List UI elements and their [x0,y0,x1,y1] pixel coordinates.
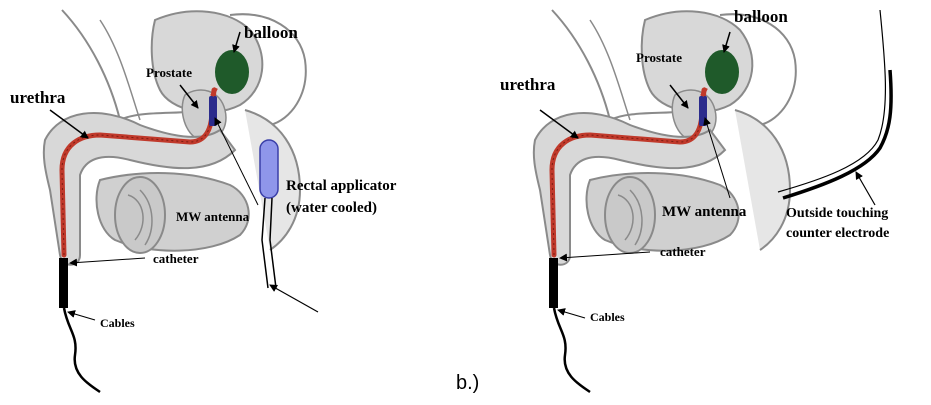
label-mw-antenna: MW antenna [662,204,747,220]
label-catheter: catheter [660,244,706,259]
label-cables: Cables [100,316,135,330]
arrow-catheter [70,258,145,263]
anatomy-illustration [534,10,796,392]
arrow-rectal [270,285,318,312]
label-electrode-1: Outside touching [786,206,888,221]
arrow-cables [558,310,585,318]
counter-electrode [783,70,891,198]
panel-b-caption: b.) [456,372,479,394]
label-rectal-1: Rectal applicator [286,178,397,194]
label-mw-antenna: MW antenna [176,209,250,224]
panel-b: balloon Prostate urethra MW antenna Outs… [500,7,889,392]
arrow-catheter [560,252,650,258]
label-catheter: catheter [153,251,199,266]
label-cables: Cables [590,310,625,324]
arrow-cables [68,312,95,320]
panel-a: balloon Prostate urethra Rectal applicat… [10,10,397,392]
label-balloon: balloon [244,23,298,42]
counter-electrode-outer [778,10,885,192]
label-balloon: balloon [734,7,788,26]
label-prostate: Prostate [146,65,192,80]
arrow-electrode [856,172,875,205]
label-prostate: Prostate [636,50,682,65]
label-urethra: urethra [500,75,556,94]
rectal-applicator-shape [260,140,278,198]
label-electrode-2: counter electrode [786,226,889,241]
label-rectal-2: (water cooled) [286,200,377,216]
label-urethra: urethra [10,88,66,107]
